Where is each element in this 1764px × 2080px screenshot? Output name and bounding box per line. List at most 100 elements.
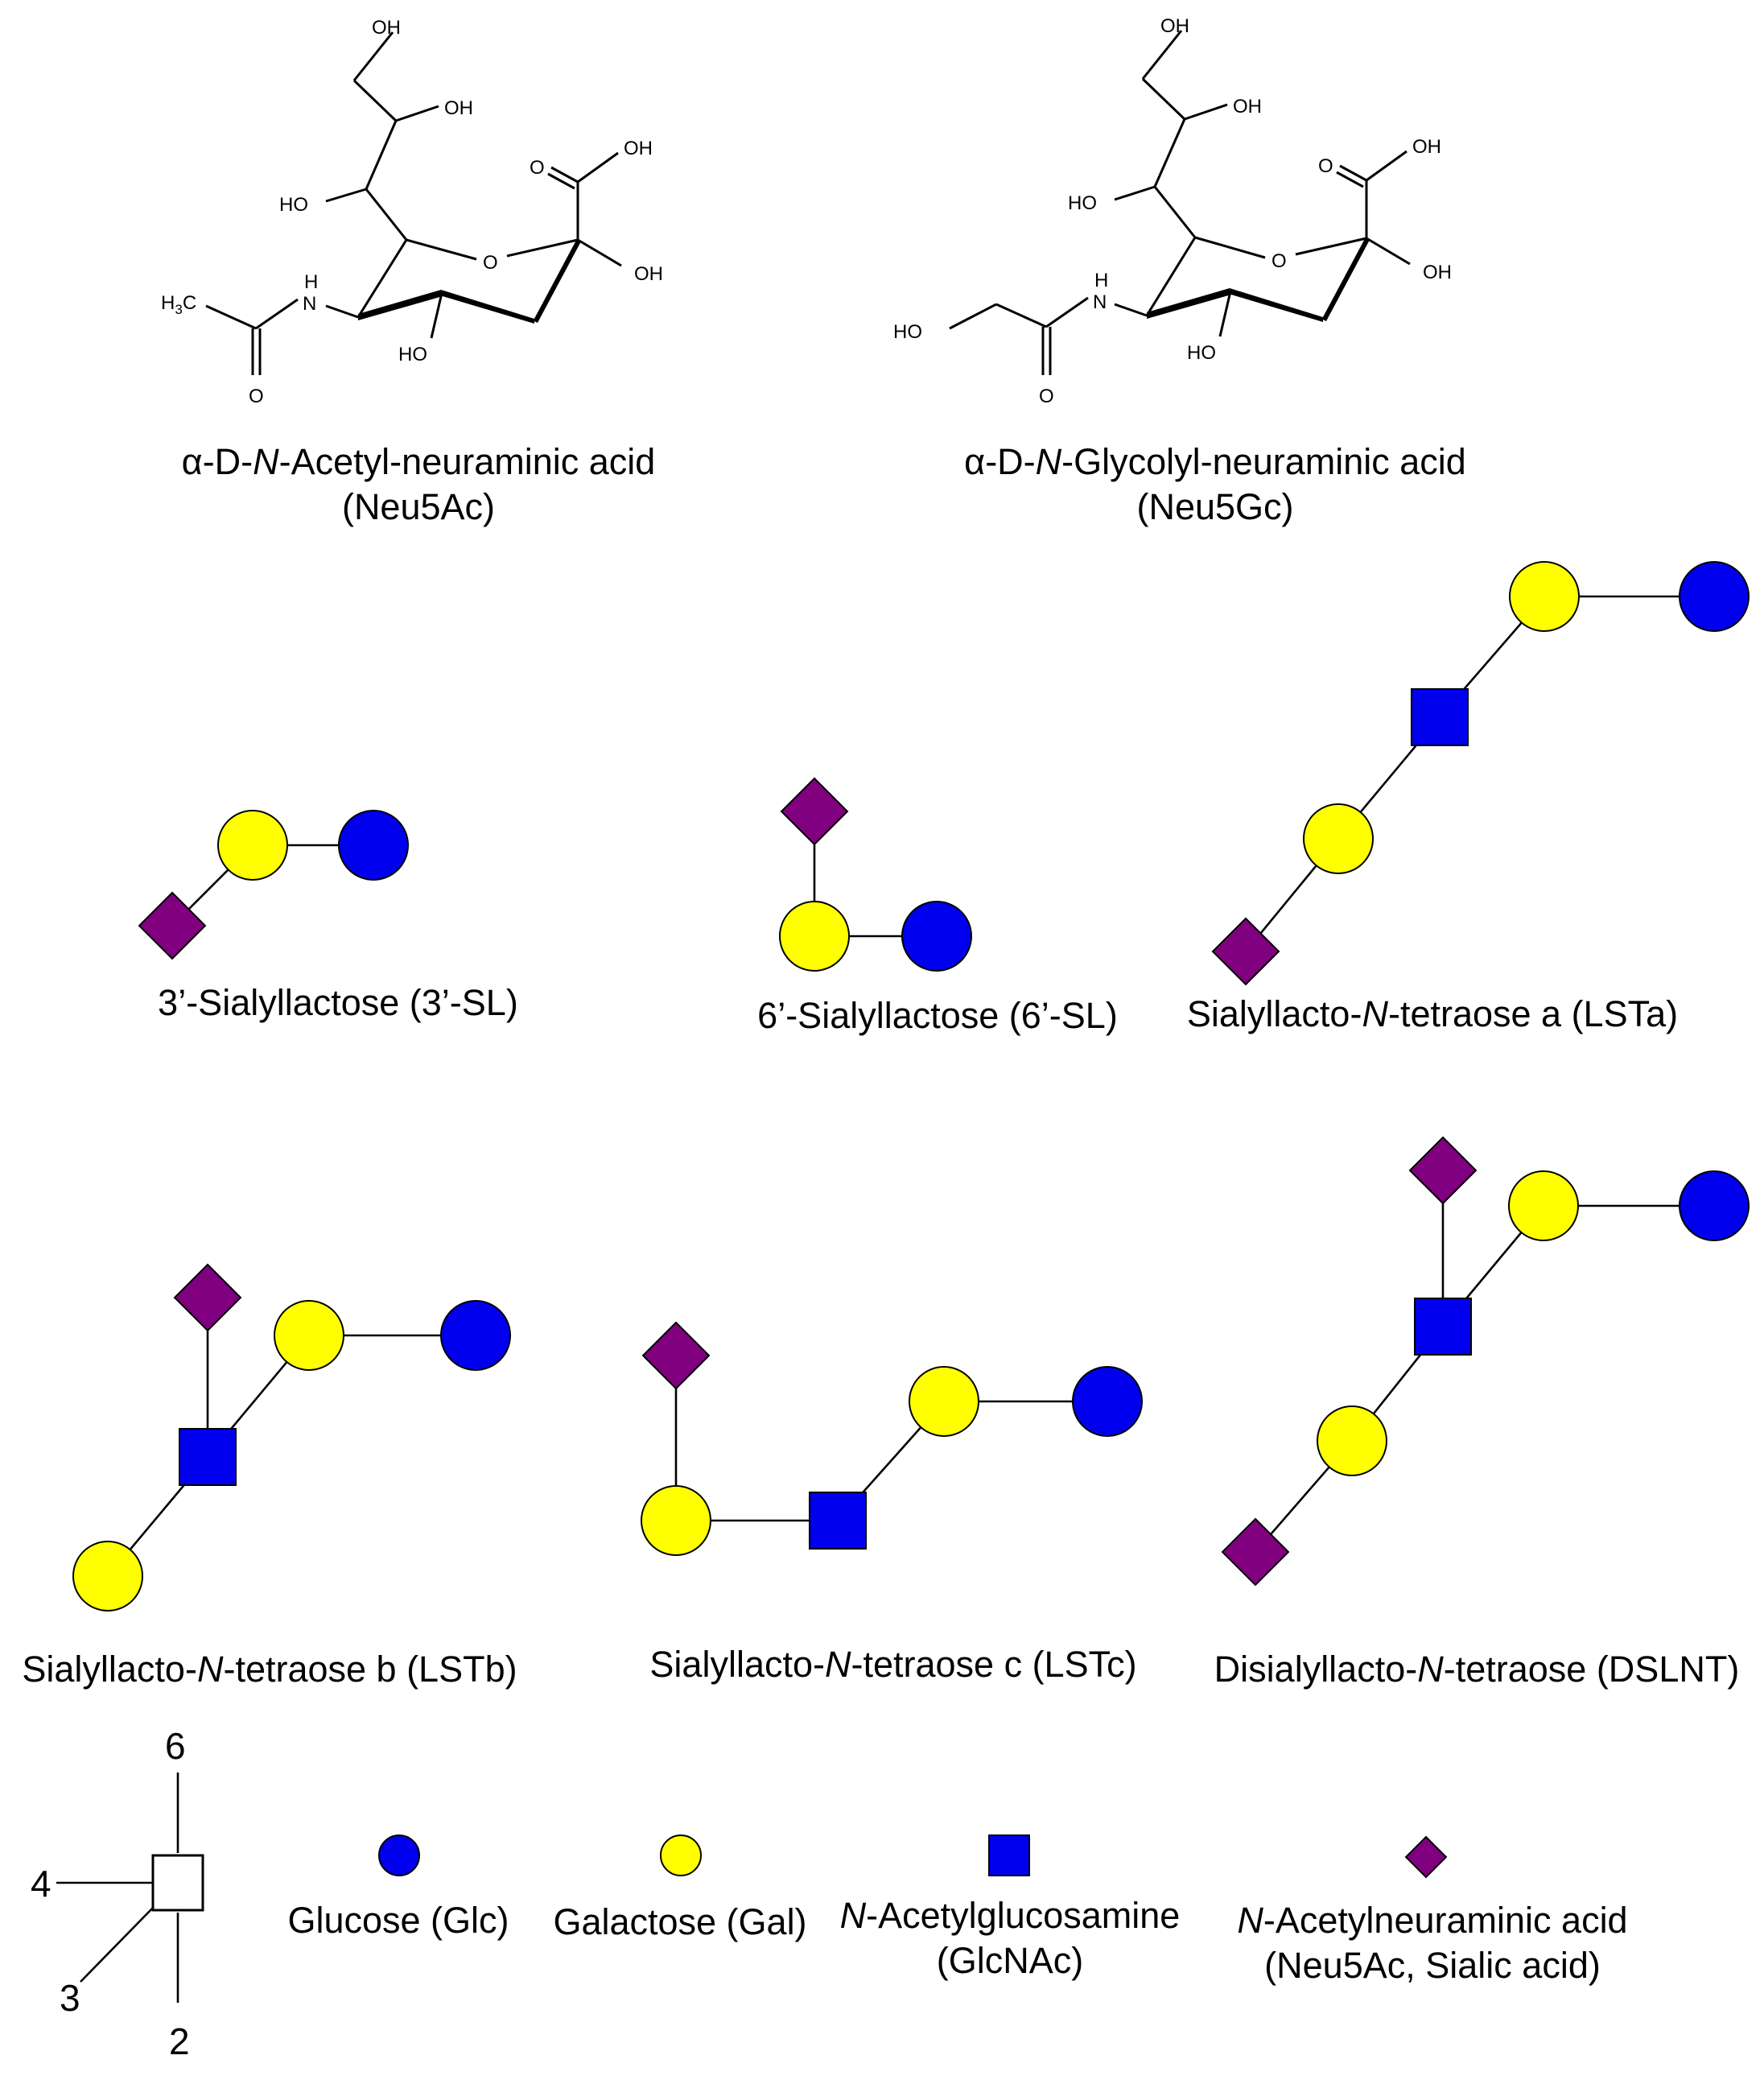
galactose-symbol <box>1509 561 1580 632</box>
glycan-lstb <box>72 1263 511 1612</box>
lstc-caption-post: -tetraose c (LSTc) <box>851 1644 1137 1685</box>
neu5gc-abbrev: (Neu5Gc) <box>1136 486 1294 527</box>
chem-label: O <box>1271 250 1287 272</box>
chem-label: H <box>1094 270 1108 291</box>
legend-glucose-symbol <box>378 1834 420 1876</box>
neu5gc-name-pre: α-D- <box>964 441 1036 482</box>
chem-label: OH <box>634 263 663 285</box>
galactose-symbol <box>641 1485 711 1556</box>
dslnt-caption-post: -tetraose (DSLNT) <box>1443 1649 1740 1690</box>
glcnac-symbol <box>179 1428 237 1486</box>
chem-label: OH <box>372 17 401 39</box>
neu5ac-name-post: -Acetyl-neuraminic acid <box>278 441 656 482</box>
legend-glcnac-line2: (GlcNAc) <box>936 1940 1084 1981</box>
lstc-caption: Sialyllacto-N-tetraose c (LSTc) <box>628 1642 1159 1687</box>
legend-galactose-symbol <box>660 1834 702 1876</box>
galactose-symbol <box>1317 1405 1387 1476</box>
chem-label: OH <box>624 138 653 159</box>
glucose-symbol <box>1072 1366 1143 1437</box>
galactose-symbol <box>779 901 850 972</box>
neu5ac-abbrev: (Neu5Ac) <box>341 486 496 527</box>
chem-label: HO <box>1068 192 1097 214</box>
legend-neu5ac-italic: N <box>1237 1900 1263 1941</box>
neu5ac-caption: α-D-N-Acetyl-neuraminic acid (Neu5Ac) <box>137 440 700 530</box>
chem-label: HO <box>398 344 427 365</box>
glucose-symbol <box>338 810 409 881</box>
linkage-square <box>151 1854 204 1912</box>
chem-label: O <box>249 386 264 407</box>
chem-label: O <box>1318 155 1333 177</box>
chem-label: H <box>304 271 318 293</box>
glycan-3sl <box>138 810 409 960</box>
neu5gc-caption: α-D-N-Glycolyl-neuraminic acid (Neu5Gc) <box>925 440 1505 530</box>
neu5ac-symbol <box>173 1263 242 1332</box>
neu5gc-name-italic: N <box>1035 441 1062 482</box>
chem-label: N <box>303 293 316 315</box>
lstb-caption-italic: N <box>196 1649 224 1690</box>
neu5gc-name-post: -Glycolyl-neuraminic acid <box>1061 441 1466 482</box>
linkage-number-2: 2 <box>169 2020 190 2062</box>
lstb-caption: Sialyllacto-N-tetraose b (LSTb) <box>4 1647 535 1692</box>
legend-glcnac-symbol <box>988 1834 1030 1876</box>
neu5gc-structure: OH OH HO O O OH OH HO H N HO O <box>893 15 1452 407</box>
glucose-symbol <box>901 901 972 972</box>
neu5ac-symbol <box>138 891 207 960</box>
legend-glcnac-line1: -Acetylglucosamine <box>866 1895 1181 1936</box>
linkage-number-6: 6 <box>165 1725 186 1767</box>
neu5ac-symbol <box>1408 1136 1478 1205</box>
chem-label: O <box>530 157 545 179</box>
glucose-symbol <box>440 1300 511 1371</box>
chem-label: OH <box>1160 15 1189 37</box>
galactose-symbol <box>274 1300 344 1371</box>
neu5ac-name-pre: α-D- <box>181 441 253 482</box>
neu5ac-symbol <box>1211 917 1280 986</box>
chem-label: HO <box>1187 342 1216 364</box>
glcnac-symbol <box>809 1492 867 1550</box>
neu5ac-symbol <box>641 1321 711 1390</box>
galactose-symbol <box>909 1366 979 1437</box>
galactose-symbol <box>72 1541 143 1612</box>
legend-galactose-label: Galactose (Gal) <box>553 1901 807 1942</box>
chem-label: HO <box>893 321 922 343</box>
chem-label: O <box>483 252 498 274</box>
lsta-caption-pre: Sialyllacto- <box>1186 993 1362 1034</box>
glcnac-symbol <box>1411 688 1469 746</box>
chem-label: HO <box>279 194 308 216</box>
neu5ac-symbol <box>780 777 849 846</box>
dslnt-caption: Disialyllacto-N-tetraose (DSLNT) <box>1199 1647 1754 1692</box>
legend-neu5ac-line2: (Neu5Ac, Sialic acid) <box>1264 1945 1601 1986</box>
lstb-caption-pre: Sialyllacto- <box>22 1649 197 1690</box>
chem-label: N <box>1093 291 1107 313</box>
glcnac-symbol <box>1414 1298 1472 1356</box>
dslnt-caption-italic: N <box>1417 1649 1444 1690</box>
linkage-number-4: 4 <box>31 1863 52 1905</box>
chem-label: H3C <box>161 292 196 317</box>
glucose-symbol <box>1679 561 1750 632</box>
sl3-caption: 3’-Sialyllactose (3’-SL) <box>158 982 518 1023</box>
neu5ac-symbol <box>1221 1517 1290 1587</box>
chem-label: OH <box>1423 262 1452 283</box>
lsta-caption-italic: N <box>1362 993 1388 1034</box>
galactose-symbol <box>1303 803 1374 874</box>
neu5ac-structure: OH OH HO O O OH OH HO H N H3C O <box>161 17 663 407</box>
galactose-symbol <box>217 810 288 881</box>
glycan-dslnt <box>1221 1136 1750 1587</box>
galactose-symbol <box>1508 1170 1579 1241</box>
legend-neu5ac-line1: -Acetylneuraminic acid <box>1263 1900 1628 1941</box>
dslnt-caption-pre: Disialyllacto- <box>1214 1649 1418 1690</box>
chem-label: O <box>1039 386 1054 407</box>
lsta-caption: Sialyllacto-N-tetraose a (LSTa) <box>1171 992 1694 1037</box>
lstb-caption-post: -tetraose b (LSTb) <box>223 1649 517 1690</box>
sl6-caption: 6’-Sialyllactose (6’-SL) <box>757 995 1118 1036</box>
lstc-caption-italic: N <box>824 1644 851 1685</box>
neu5ac-name-italic: N <box>253 441 279 482</box>
chem-label: OH <box>1233 96 1262 118</box>
chem-label: OH <box>444 97 473 119</box>
linkage-number-3: 3 <box>60 1977 80 2019</box>
lstc-caption-pre: Sialyllacto- <box>649 1644 825 1685</box>
linkage-key: 6 4 3 2 <box>31 1725 204 2062</box>
glucose-symbol <box>1679 1170 1750 1241</box>
legend-glucose-label: Glucose (Glc) <box>287 1900 509 1941</box>
chem-label: OH <box>1412 136 1441 158</box>
